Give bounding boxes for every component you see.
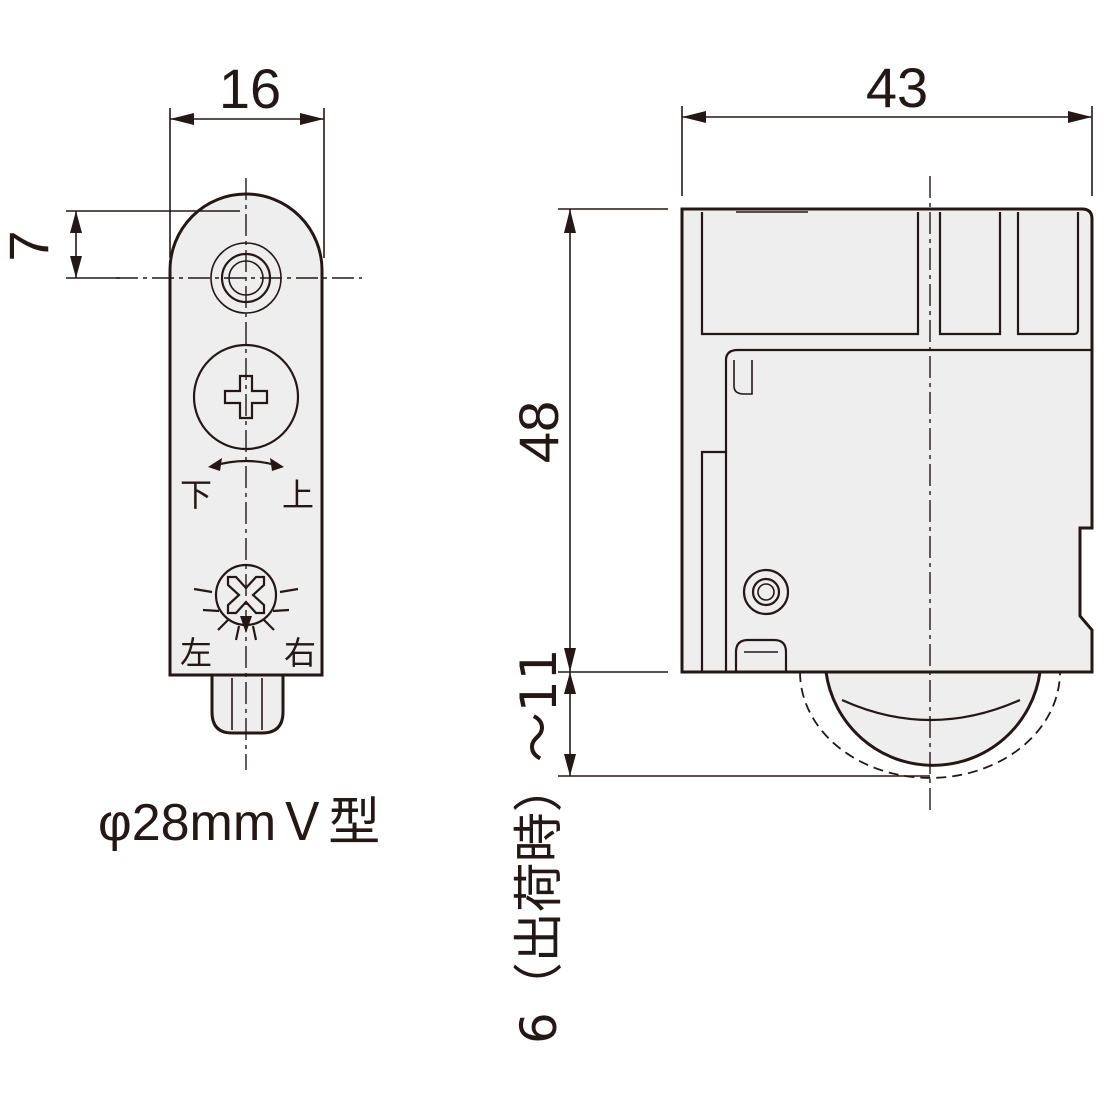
wheel (824, 670, 1042, 767)
dim-label-16: 16 (219, 57, 281, 120)
cross-recess-icon (223, 374, 269, 420)
label-up: 上 (282, 476, 314, 514)
label-down: 下 (180, 476, 212, 514)
dim-label-7: 7 (0, 230, 60, 261)
x-recess-icon (226, 575, 266, 615)
dim-label-48: 48 (507, 401, 570, 463)
adjuster-stem (210, 673, 285, 735)
model-label: φ28mmＶ型 (98, 794, 380, 852)
bottom-notch (734, 638, 788, 672)
dimension-48: 48 (507, 208, 668, 673)
dim-label-43: 43 (866, 56, 928, 119)
dimension-6-11: 6（出荷時）～11 (510, 649, 930, 1044)
dim-label-6-11: 6（出荷時）～11 (510, 649, 568, 1044)
dimension-7: 7 (0, 210, 240, 279)
wheel-hidden-outline (799, 671, 1061, 779)
front-view: 下 上 左 右 16 (0, 57, 380, 852)
side-bolt (742, 568, 790, 616)
housing-body (680, 207, 1094, 674)
side-view: 43 48 6（出荷時）～11 (507, 56, 1094, 1044)
dimension-16: 16 (169, 57, 325, 258)
label-right: 右 (284, 634, 316, 672)
label-left: 左 (180, 634, 212, 672)
dimension-43: 43 (681, 56, 1093, 196)
